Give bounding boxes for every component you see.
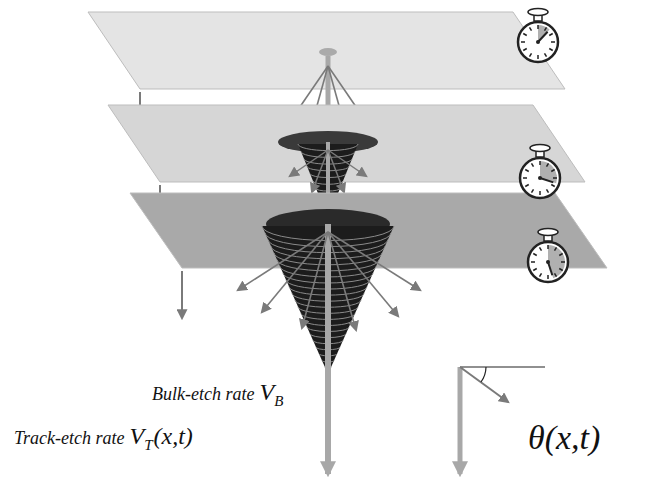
stopwatch-tick xyxy=(530,53,532,56)
angle-label-group: θ(x,t) xyxy=(528,418,600,459)
stopwatch-tick xyxy=(537,25,539,29)
stopwatch-tick xyxy=(539,161,541,165)
stopwatch-tick xyxy=(523,177,527,179)
stopwatch-tick xyxy=(540,273,542,276)
etch-direction-arrow xyxy=(262,232,328,312)
rate-subscript: B xyxy=(274,393,283,409)
stopwatch-tick xyxy=(533,269,536,271)
etch-direction-arrow xyxy=(312,150,328,192)
stopwatch-tick xyxy=(551,185,554,187)
angle-label: θ(x,t) xyxy=(528,419,600,456)
stopwatch-tick xyxy=(545,53,547,56)
latent-track-dot xyxy=(319,48,337,56)
stopwatch-tick xyxy=(549,34,552,36)
bulk-etch-label: Bulk-etch rate xyxy=(152,384,254,404)
stopwatch-tick xyxy=(559,254,562,256)
etch-direction-arrow xyxy=(302,232,328,328)
stopwatch-tick xyxy=(537,55,539,59)
stopwatch-tick xyxy=(545,27,547,30)
rate-arguments: (x,t) xyxy=(154,423,193,449)
stopwatch-icon xyxy=(528,229,568,283)
stopwatch-tick xyxy=(523,34,526,36)
stopwatch-elapsed xyxy=(548,245,565,278)
stopwatch-tick xyxy=(532,189,534,192)
stopwatch-button xyxy=(538,229,558,236)
stopwatch-tick xyxy=(530,27,532,30)
track-label-group: Track-etch rateVT(x,t) xyxy=(14,422,193,451)
stopwatch-hand xyxy=(548,262,552,275)
rate-subscript: T xyxy=(144,437,152,453)
surface-line xyxy=(460,366,545,367)
stopwatch-hand xyxy=(540,178,553,182)
stopwatch-button xyxy=(528,9,548,16)
stopwatch-tick xyxy=(551,170,554,172)
track-etch-axis xyxy=(325,224,331,474)
bulk-label-group: Bulk-etch rateVB xyxy=(152,378,283,407)
stopwatch-icon xyxy=(520,145,560,199)
stopwatch-tick xyxy=(553,177,557,179)
stopwatch-tick xyxy=(555,247,557,250)
etch-direction-arrow xyxy=(328,232,398,316)
stopwatch-tick xyxy=(521,41,525,43)
stopwatch-hub xyxy=(538,176,542,180)
stopwatch-tick xyxy=(547,275,549,279)
stopwatch-hub xyxy=(536,40,540,44)
stopwatch-hand xyxy=(538,32,548,42)
stopwatch-face xyxy=(520,158,560,198)
stopwatch-elapsed xyxy=(540,161,557,183)
stopwatch-tick xyxy=(523,49,526,51)
stopwatch-tick xyxy=(525,170,528,172)
rate-symbol: V xyxy=(259,379,274,405)
etch-direction-arrow xyxy=(328,232,356,330)
stopwatch-tick xyxy=(559,269,562,271)
stopwatch-face xyxy=(518,22,558,62)
stopwatch-hub xyxy=(546,260,550,264)
bulk-etch-arrow xyxy=(181,271,183,318)
stopwatch-icon xyxy=(518,9,558,63)
normal-direction-arrow xyxy=(460,367,508,402)
rate-symbol: V xyxy=(129,423,144,449)
stopwatch-face xyxy=(528,242,568,282)
stopwatch-tick xyxy=(555,273,557,276)
stopwatch-tick xyxy=(525,185,528,187)
stopwatch-tick xyxy=(539,191,541,195)
stopwatch-tick xyxy=(533,254,536,256)
stopwatch-tick xyxy=(540,247,542,250)
angle-arc xyxy=(481,367,486,382)
stopwatch-tick xyxy=(547,189,549,192)
stopwatch-tick xyxy=(547,245,549,249)
stopwatch-tick xyxy=(551,41,555,43)
reference-axis xyxy=(458,367,463,474)
stopwatch-tick xyxy=(561,261,565,263)
stopwatch-tick xyxy=(549,49,552,51)
stopwatch-tick xyxy=(547,163,549,166)
stopwatch-elapsed xyxy=(538,25,550,42)
track-etch-label: Track-etch rate xyxy=(14,428,124,448)
etch-direction-arrow xyxy=(328,150,344,192)
stopwatch-tick xyxy=(531,261,535,263)
stopwatch-tick xyxy=(532,163,534,166)
stopwatch-button xyxy=(530,145,550,152)
